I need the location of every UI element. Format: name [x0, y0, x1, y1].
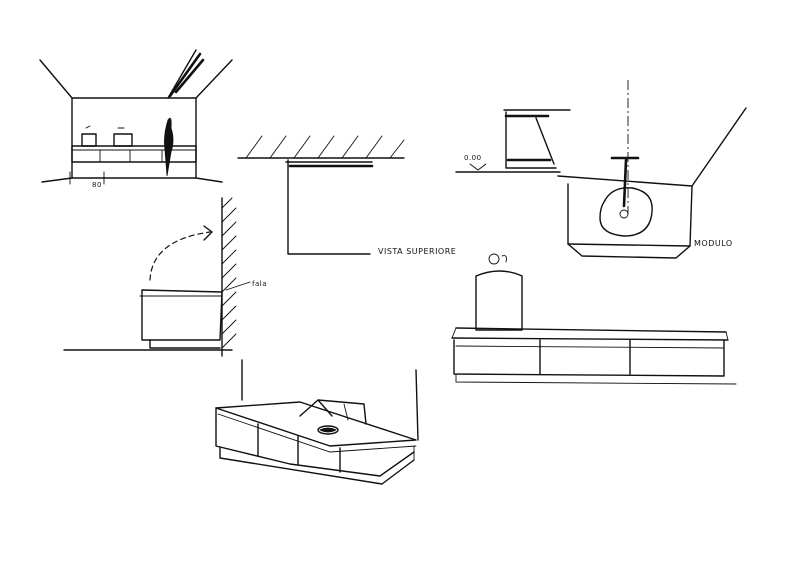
level-label: 0.00 [464, 154, 482, 162]
wall-note-label: fala [252, 280, 267, 288]
cabinet-perspective-sketch [215, 359, 419, 485]
section-sketch: 0.00 [455, 109, 571, 173]
bowl-module-sketch: MODULO [557, 80, 747, 259]
top-view-sketch: VISTA SUPERIORE [237, 135, 456, 256]
cabinet-elevation-sketch [451, 253, 737, 385]
wall-opening-sketch: fala [63, 197, 267, 357]
dimension-label: 80 [92, 181, 102, 189]
vista-superiore-label: VISTA SUPERIORE [378, 247, 456, 256]
interior-perspective-sketch: 80 [39, 49, 233, 189]
modulo-label: MODULO [694, 239, 733, 248]
